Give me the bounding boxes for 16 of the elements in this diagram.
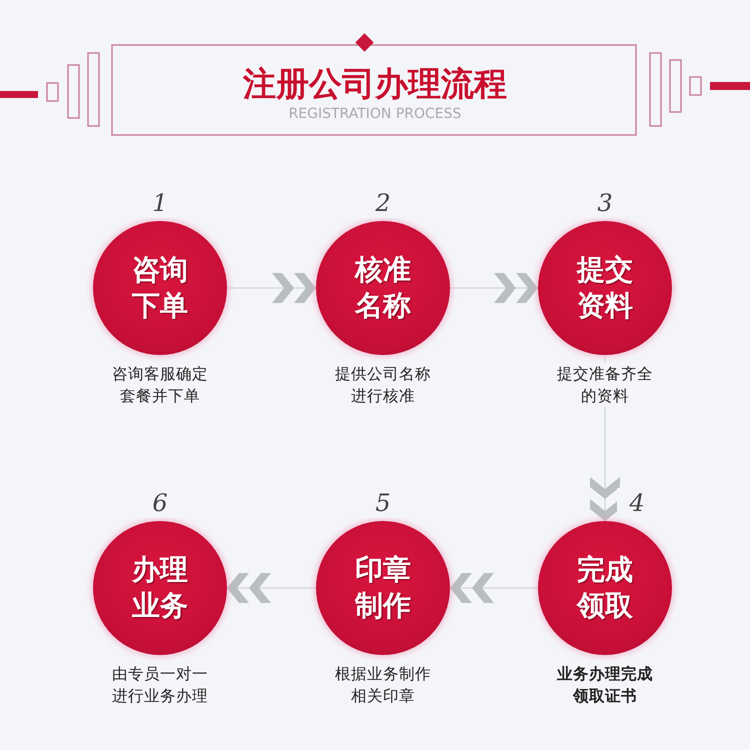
title: 注册公司办理流程 <box>242 64 508 104</box>
step-circle <box>316 221 450 355</box>
step-description: 提交准备齐全的资料 <box>557 363 653 407</box>
step-circle <box>538 221 672 355</box>
step-title: 办理业务 <box>130 552 189 624</box>
step-circle <box>538 521 672 655</box>
step-title: 印章制作 <box>354 552 412 624</box>
step-circle <box>316 521 450 655</box>
step-circle <box>93 221 227 355</box>
step-title: 核准名称 <box>353 252 412 324</box>
step-title: 完成领取 <box>575 552 634 624</box>
step-circle <box>93 521 227 655</box>
subtitle: REGISTRATION PROCESS <box>288 105 462 123</box>
step-title: 提交资料 <box>575 252 634 324</box>
step-description: 业务办理完成领取证书 <box>557 663 653 707</box>
step-title: 咨询下单 <box>131 252 189 324</box>
